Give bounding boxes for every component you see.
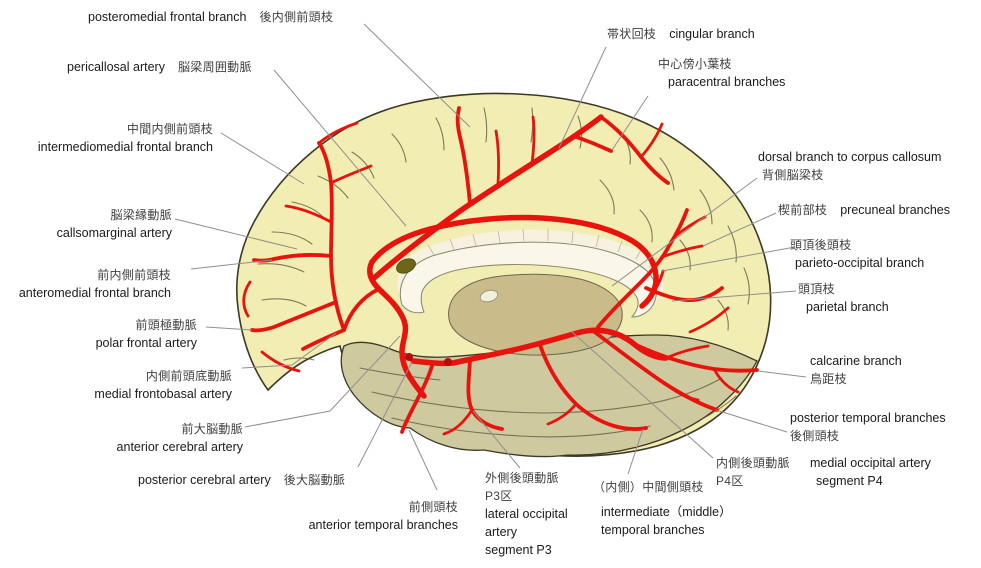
label-parieto-occipital-branch: 頭頂後頭枝 parieto-occipital branch [790, 238, 925, 270]
leader-anterior-cerebral [244, 335, 401, 428]
leader-precuneal [702, 212, 777, 247]
label-calcarine-branch: calcarine branch 鳥距枝 [810, 354, 902, 386]
leader-cingular [558, 46, 607, 149]
anterior-cerebral-artery-path [367, 259, 427, 399]
pericallosal-artery-path [369, 214, 659, 309]
leader-callosomarginal [174, 218, 298, 250]
label-parietal-branch: 頭頂枝 parietal branch [798, 282, 889, 314]
sulci-lines [257, 107, 750, 438]
anterior-temporal-branch-path [400, 364, 434, 434]
label-posterior-temporal-branches: posterior temporal branches 後側頭枝 [790, 411, 946, 443]
leader-medial-frontobasal [241, 332, 337, 369]
leader-posteromedial-frontal [363, 23, 471, 128]
label-callosomarginal-artery: 脳梁縁動脈 callsomarginal artery [56, 208, 172, 240]
pca-segment-dot [444, 358, 452, 366]
leader-intermediate-temporal [627, 428, 644, 475]
leader-parietal [671, 290, 797, 302]
anteromedial-frontal-branch-path [252, 253, 333, 263]
dorsal-branch-corpus-callosum-path [640, 269, 665, 308]
pca-origin-dot [405, 353, 413, 361]
label-polar-frontal-artery: 前頭極動脈 polar frontal artery [95, 318, 197, 350]
leader-paracentral [611, 95, 649, 151]
label-anteromedial-frontal-branch: 前内側前頭枝 anteromedial frontal branch [18, 268, 171, 300]
leader-lines [174, 23, 807, 491]
label-dorsal-branch-corpus-callosum: dorsal branch to corpus callosum 背側脳梁枝 [758, 150, 942, 182]
leader-posterior-cerebral [357, 361, 413, 468]
parieto-occipital-branch-path [596, 208, 689, 329]
leader-posterior-temporal [715, 409, 788, 433]
label-paracentral-branches: 中心傍小葉枝 paracentral branches [658, 57, 786, 89]
leader-intermediomedial-frontal [220, 132, 305, 185]
leader-lateral-occipital [472, 410, 521, 469]
leader-polar-frontal [205, 326, 253, 331]
label-medial-occipital-artery-en: medial occipital artery segment P4 [810, 456, 931, 488]
posteromedial-frontal-branch-path [455, 106, 472, 206]
label-lateral-occipital-artery-p3: 外側後頭動脈 P3区 lateral occipital artery segm… [485, 471, 568, 557]
leader-anterior-temporal [408, 429, 438, 491]
frontal-trunk-path [342, 287, 381, 332]
artery-tree [242, 106, 759, 436]
leader-parieto-occipital [661, 246, 796, 272]
paracentral-branch-path [572, 134, 613, 153]
label-medial-occipital-artery-jp: 内側後頭動脈 P4区 [716, 456, 790, 488]
leader-anteromedial-frontal [190, 259, 273, 270]
corpus-callosum [397, 228, 667, 318]
label-intermediate-temporal-branches: （内側）中間側頭枝 intermediate（middle） temporal … [593, 480, 732, 537]
label-anterior-temporal-branches: 前側頭枝 anterior temporal branches [308, 500, 458, 532]
corpus-callosum-body [399, 241, 657, 318]
intermediate-temporal-branch-path [538, 343, 648, 431]
leader-calcarine [757, 370, 807, 378]
precuneal-branch-path [660, 244, 704, 259]
interventricular-foramen [479, 289, 499, 303]
leader-dorsal-cc [611, 177, 758, 287]
medial-frontobasal-artery-path [301, 328, 346, 351]
polar-frontal-artery-path [250, 300, 338, 333]
leader-medial-occipital [571, 331, 714, 459]
label-anterior-cerebral-artery: 前大脳動脈 anterior cerebral artery [116, 422, 243, 454]
label-intermediomedial-frontal-branch: 中間内側前頭枝 intermediomedial frontal branch [37, 122, 213, 154]
leader-pericallosal [273, 69, 407, 227]
label-medial-frontobasal-artery: 内側前頭底動脈 medial frontobasal artery [94, 369, 232, 401]
genu-dark-spot [396, 258, 416, 274]
